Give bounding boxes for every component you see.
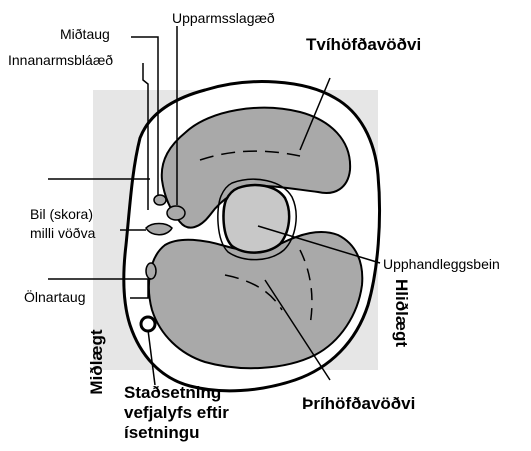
humerus-bone <box>224 185 290 253</box>
label-septum-line2: milli vöðva <box>30 225 95 241</box>
label-implant-line1: Staðsetning <box>124 383 221 403</box>
label-biceps: Tvíhöfðavöðvi <box>306 35 421 55</box>
implant-location-marker <box>141 317 155 331</box>
label-brachial-artery: Upparmsslagæð <box>172 10 275 26</box>
ulnar-nerve-shape <box>146 263 156 279</box>
label-ulnar-nerve: Ölnartaug <box>24 289 85 305</box>
label-humerus: Upphandleggsbein <box>383 256 500 272</box>
label-medial: Miðlægt <box>87 329 107 394</box>
label-lateral: Hliðlægt <box>391 279 411 347</box>
label-implant-line2: vefjalyfs eftir <box>124 403 229 423</box>
label-implant-line3: ísetningu <box>124 423 200 443</box>
basilic-vein-shape <box>146 224 172 235</box>
label-basilic-vein: Innanarmsbláæð <box>8 52 113 68</box>
label-septum-line1: Bil (skora) <box>30 206 93 222</box>
label-triceps: Þríhöfðavöðvi <box>302 394 415 414</box>
brachial-artery-shape <box>167 206 185 220</box>
label-medial-nerve: Miðtaug <box>60 26 110 42</box>
medial-nerve-shape <box>154 195 166 205</box>
